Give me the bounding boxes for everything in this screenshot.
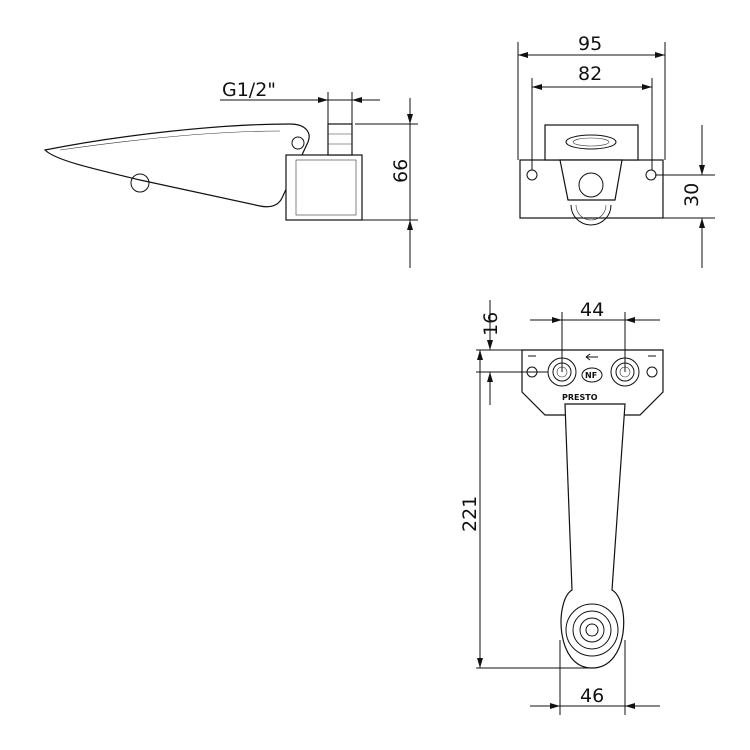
height-66-label: 66	[390, 159, 412, 183]
base-plate	[521, 349, 664, 416]
nf-mark: NF	[585, 371, 597, 380]
top-view: NF PRESTO 44 16 221 46	[459, 299, 664, 715]
width-82-label: 82	[578, 63, 602, 85]
valve-body	[285, 154, 363, 221]
spacing-44-label: 44	[580, 299, 604, 321]
presto-logo: PRESTO	[562, 393, 598, 402]
height-30-label: 30	[681, 183, 703, 207]
foot-pad	[565, 603, 619, 657]
length-221-label: 221	[459, 496, 481, 532]
pedal-arm	[560, 403, 626, 669]
offset-16-label: 16	[480, 312, 502, 336]
width-95-label: 95	[578, 33, 602, 55]
pedal-roller	[130, 173, 150, 193]
pivot-pin	[291, 136, 305, 150]
thread-dimension-label: G1/2"	[222, 79, 276, 101]
side-view: G1/2" 66	[43, 79, 418, 268]
front-view: 95 82 30	[517, 33, 715, 268]
inlet-connector	[327, 123, 353, 156]
foot-width-46-label: 46	[580, 685, 604, 707]
pedal-lever	[43, 123, 310, 208]
